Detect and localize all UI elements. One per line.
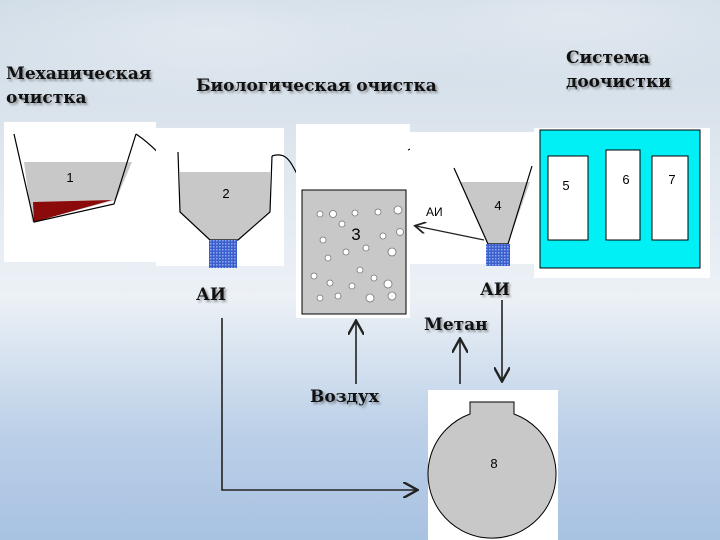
post-treatment-label: Система доочистки (566, 46, 671, 94)
sludge-layer (33, 200, 112, 222)
tank-8-digester: 8 (427, 390, 558, 540)
tank-2-number: 2 (222, 186, 229, 201)
post-treatment-system: 5 6 7 (534, 128, 710, 278)
filter-7-number: 7 (668, 172, 675, 187)
tank-4-secondary-settler: 4 АИ (410, 132, 536, 266)
mechanical-label-line2: очистка (6, 88, 87, 108)
methane-label: Метан (424, 315, 488, 335)
tank-2-aeration-settler: 2 (156, 128, 284, 268)
tank-1-mechanical: 1 (4, 122, 156, 262)
activated-sludge-left-label: АИ (196, 285, 226, 305)
air-label: Воздух (310, 387, 379, 407)
recycle-arrow-label: АИ (426, 205, 443, 219)
filter-5-number: 5 (562, 178, 569, 193)
biological-label: Биологическая очистка (196, 76, 437, 96)
tank-8-number: 8 (490, 456, 497, 471)
mechanical-label: Механическая очистка (6, 62, 151, 110)
tank-2-screen (209, 240, 237, 268)
tank-3-aerotank: 3 (296, 124, 410, 318)
filter-5 (547, 155, 589, 241)
filter-6-number: 6 (622, 172, 629, 187)
post-treatment-label-line2: доочистки (566, 72, 671, 92)
sludge-to-digester-line (221, 318, 416, 490)
filter-6 (605, 149, 641, 241)
air-bubbles (310, 205, 404, 303)
filter-7 (651, 155, 689, 241)
recycle-arrow (416, 226, 485, 241)
tank-3-number: 3 (351, 225, 360, 244)
tank-4-screen (486, 244, 510, 266)
tank-1-number: 1 (66, 170, 73, 185)
activated-sludge-right-label: АИ (480, 280, 510, 300)
post-treatment-label-line1: Система (566, 48, 650, 68)
mechanical-label-line1: Механическая (6, 64, 152, 84)
tank-4-number: 4 (494, 198, 501, 213)
